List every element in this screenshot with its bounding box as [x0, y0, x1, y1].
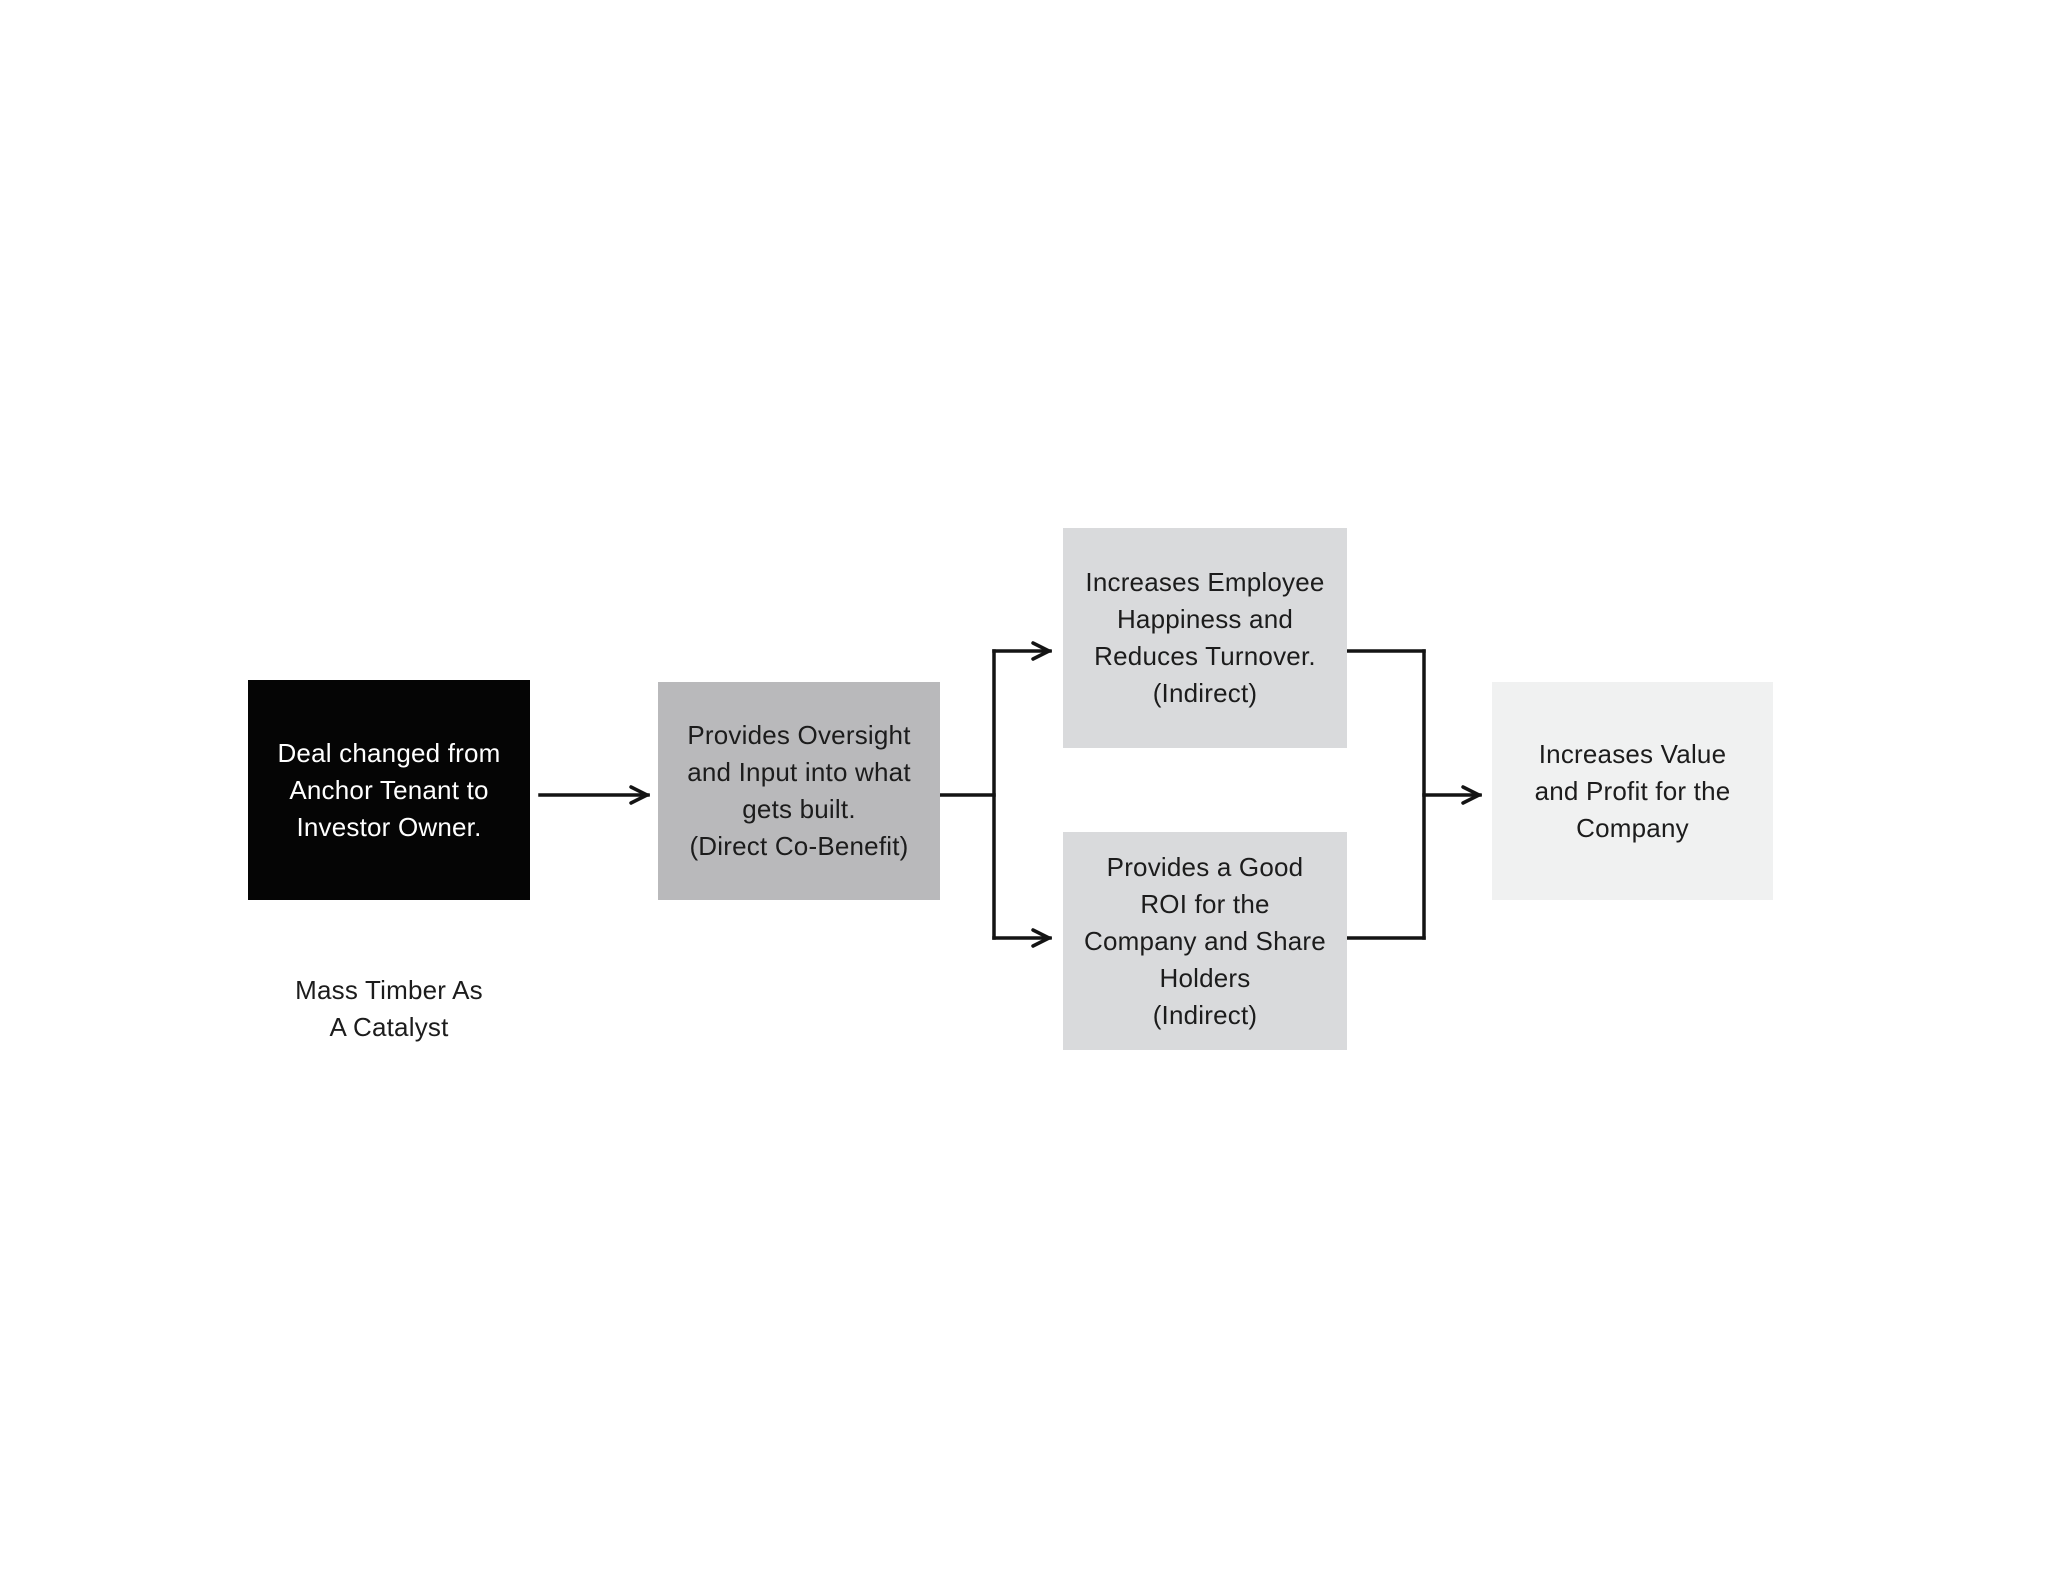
node-company-value: Increases Value and Profit for the Compa… [1492, 682, 1773, 900]
node-deal-change: Deal changed from Anchor Tenant to Inves… [248, 680, 530, 900]
diagram-caption: Mass Timber As A Catalyst [295, 975, 483, 1042]
node-employee-happiness: Increases Employee Happiness and Reduces… [1063, 528, 1347, 748]
node-roi: Provides a Good ROI for the Company and … [1063, 832, 1347, 1050]
node-oversight: Provides Oversight and Input into what g… [658, 682, 940, 900]
